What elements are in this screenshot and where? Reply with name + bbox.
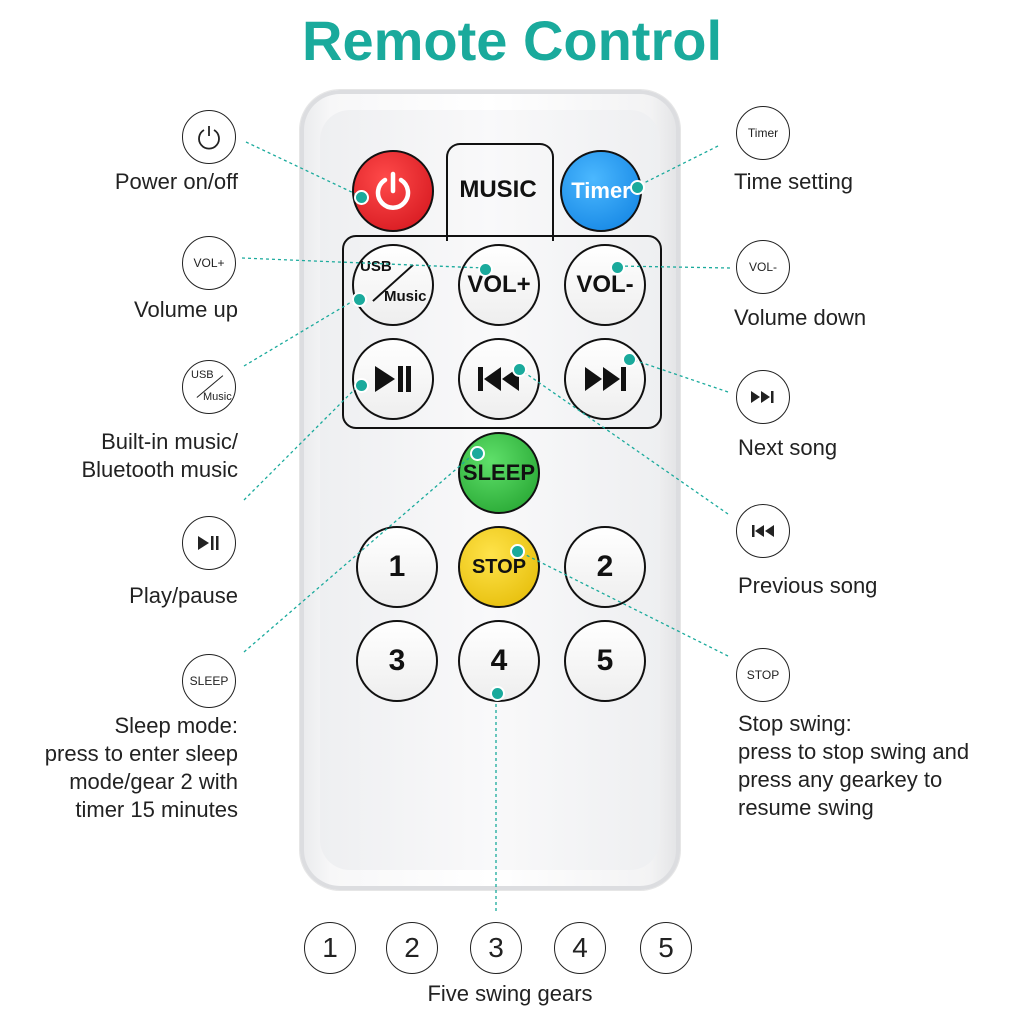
power-callout-icon: [182, 110, 236, 164]
gear-number-4: 4: [554, 922, 606, 974]
vol-down-callout-icon: VOL-: [736, 240, 790, 294]
next-icon: [585, 367, 626, 391]
volume-down-caption: Volume down: [734, 305, 867, 330]
previous-song-caption: Previous song: [738, 573, 878, 598]
gear-number-5: 5: [640, 922, 692, 974]
stop-caption-line: press any gearkey to: [738, 767, 943, 792]
gear-key-label: 4: [490, 644, 508, 677]
music-tab: [446, 143, 554, 241]
music-caption-line: Bluetooth music: [81, 457, 238, 482]
vol-up-button[interactable]: VOL+: [458, 244, 540, 326]
stop-icon-label: STOP: [746, 668, 780, 682]
marker-dot: [352, 292, 367, 307]
timer-button[interactable]: Timer: [560, 150, 642, 232]
gear-key-3[interactable]: 3: [356, 620, 438, 702]
previous-button[interactable]: [458, 338, 540, 420]
next-song-caption: Next song: [738, 435, 838, 460]
timer-callout-icon: Timer: [736, 106, 790, 160]
gear-key-label: 1: [388, 550, 406, 583]
timer-button-label: Timer: [571, 178, 631, 203]
next-icon: [751, 391, 774, 403]
timer-icon-label: Timer: [747, 126, 779, 140]
previous-callout-icon: [736, 504, 790, 558]
music-caption-line: Built-in music/: [101, 429, 238, 454]
usb-callout-icon: USB Music: [182, 360, 236, 414]
stop-caption: Stop swing: press to stop swing and pres…: [738, 710, 969, 822]
sleep-caption-line: mode/gear 2 with: [69, 769, 238, 794]
gear-number-3: 3: [470, 922, 522, 974]
power-icon: [375, 171, 411, 210]
music-sub-label: Music: [384, 288, 427, 305]
vol-down-icon-label: VOL-: [748, 260, 777, 274]
usb-label: USB: [360, 258, 392, 275]
stop-callout-icon: STOP: [736, 648, 790, 702]
play-pause-icon: [375, 366, 411, 392]
usb-icon-bottom: Music: [203, 391, 232, 403]
stop-button-label: STOP: [471, 555, 527, 578]
next-callout-icon: [736, 370, 790, 424]
marker-dot: [512, 362, 527, 377]
gear-key-2[interactable]: 2: [564, 526, 646, 608]
play-pause-caption: Play/pause: [129, 583, 238, 608]
marker-dot: [478, 262, 493, 277]
gears-caption: Five swing gears: [427, 981, 593, 1006]
next-button[interactable]: [564, 338, 646, 420]
gear-key-5[interactable]: 5: [564, 620, 646, 702]
time-setting-caption: Time setting: [734, 169, 854, 194]
vol-down-button[interactable]: VOL-: [564, 244, 646, 326]
music-label: MUSIC: [459, 176, 537, 203]
play-pause-callout-icon: [182, 516, 236, 570]
gear-number-1: 1: [304, 922, 356, 974]
marker-dot: [470, 446, 485, 461]
vol-down-label: VOL-: [576, 271, 634, 298]
power-caption: Power on/off: [114, 169, 238, 194]
sleep-button[interactable]: SLEEP: [458, 432, 540, 514]
gear-key-label: 2: [596, 550, 614, 583]
gear-key-label: 3: [388, 644, 406, 677]
vol-up-label: VOL+: [467, 271, 531, 298]
gear-number-2: 2: [386, 922, 438, 974]
sleep-callout-icon: SLEEP: [182, 654, 236, 708]
vol-up-callout-icon: VOL+: [182, 236, 236, 290]
stop-button[interactable]: STOP: [458, 526, 540, 608]
stop-caption-line: press to stop swing and: [738, 739, 970, 764]
marker-dot: [354, 378, 369, 393]
power-icon: [198, 126, 220, 150]
usb-music-button[interactable]: USB Music: [352, 244, 434, 326]
marker-dot: [354, 190, 369, 205]
play-pause-button[interactable]: [352, 338, 434, 420]
gear-key-label: 5: [596, 644, 614, 677]
marker-dot: [610, 260, 625, 275]
page-title: Remote Control: [302, 9, 722, 72]
play-pause-icon: [198, 536, 219, 550]
sleep-caption-line: press to enter sleep: [44, 741, 238, 766]
vol-up-icon-label: VOL+: [193, 256, 225, 270]
volume-up-caption: Volume up: [134, 297, 238, 322]
marker-dot: [622, 352, 637, 367]
sleep-caption: Sleep mode: press to enter sleep mode/ge…: [45, 712, 238, 824]
marker-dot: [490, 686, 505, 701]
stop-caption-line: resume swing: [738, 795, 874, 820]
sleep-caption-line: timer 15 minutes: [75, 797, 238, 822]
sleep-icon-label: SLEEP: [189, 674, 229, 688]
previous-icon: [752, 525, 774, 537]
stop-caption-line: Stop swing:: [738, 711, 852, 736]
usb-icon-top: USB: [191, 369, 214, 381]
marker-dot: [510, 544, 525, 559]
sleep-button-label: SLEEP: [462, 460, 536, 485]
marker-dot: [630, 180, 645, 195]
gear-key-1[interactable]: 1: [356, 526, 438, 608]
music-caption: Built-in music/ Bluetooth music: [81, 428, 238, 484]
sleep-caption-line: Sleep mode:: [114, 713, 238, 738]
